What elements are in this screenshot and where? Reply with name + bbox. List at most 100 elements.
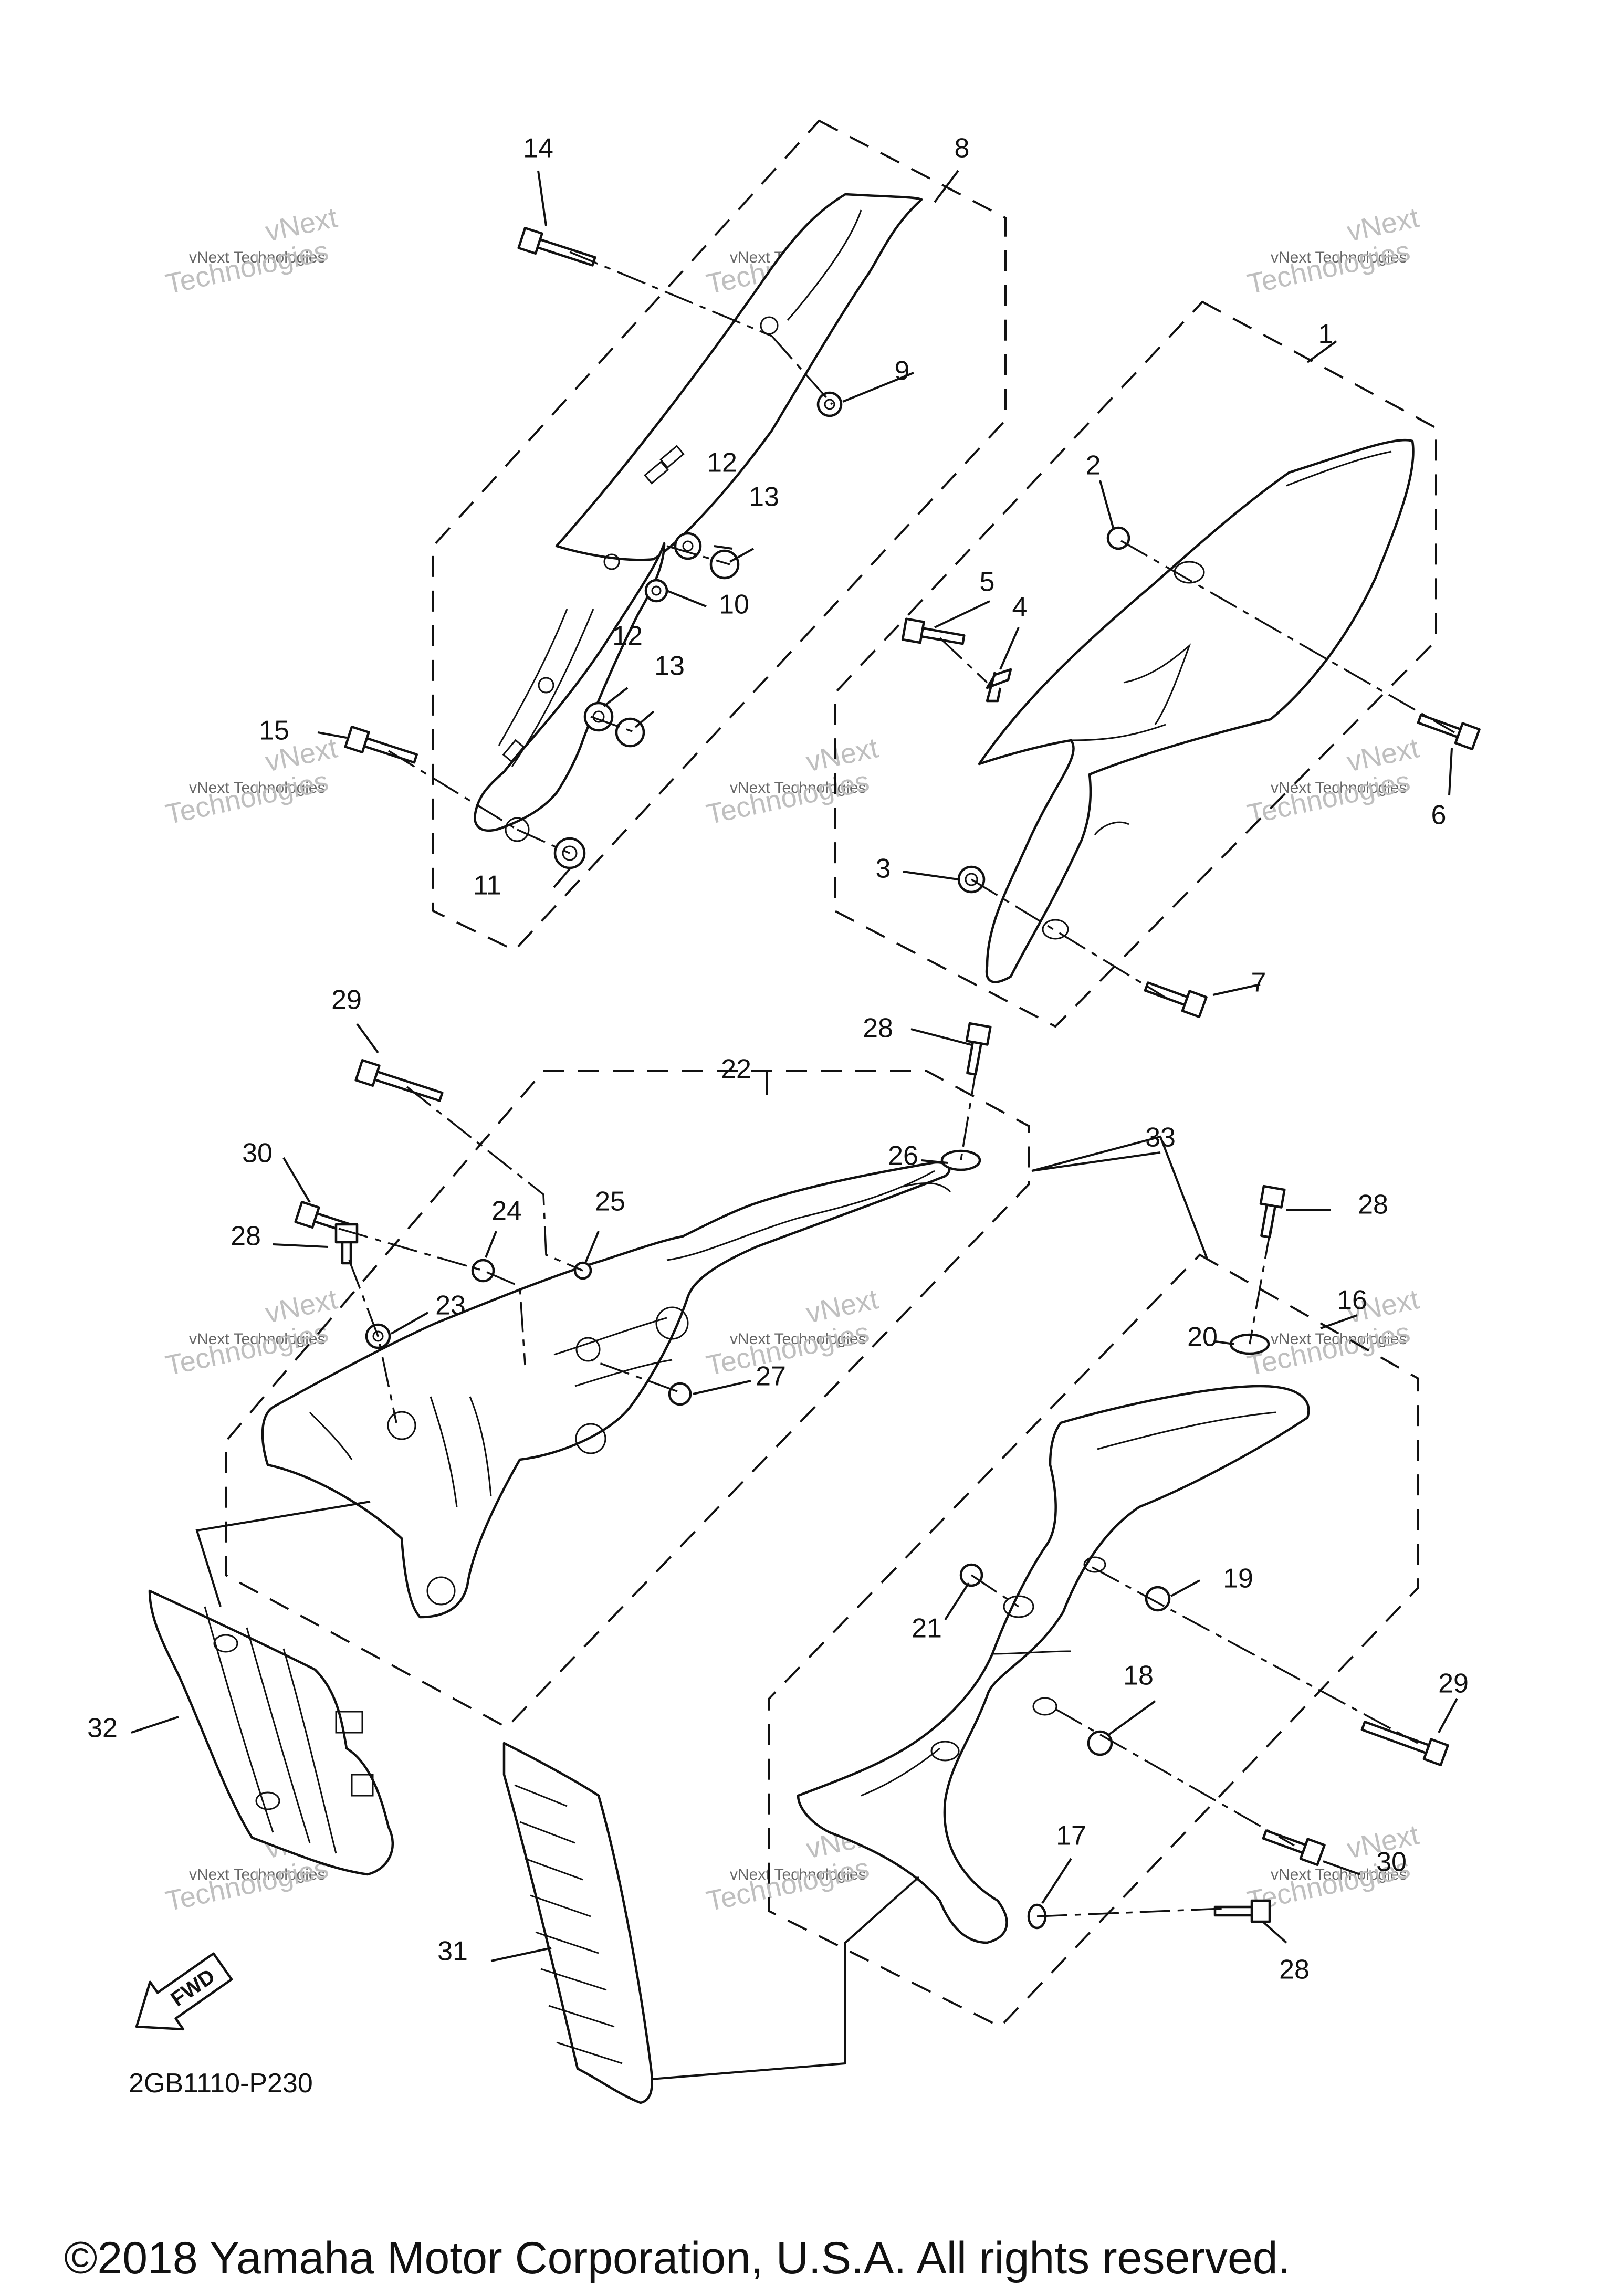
collar-27 <box>668 1382 692 1406</box>
bolt-15 <box>344 725 418 764</box>
phantom-lines <box>338 251 1455 1917</box>
svg-text:vNext Technologies: vNext Technologies <box>1271 1866 1407 1883</box>
svg-text:Technologies: Technologies <box>704 1852 872 1917</box>
svg-text:vNext Technologies: vNext Technologies <box>1271 1330 1407 1348</box>
bolt-30 <box>1262 1829 1326 1867</box>
callout-25[interactable]: 25 <box>595 1187 625 1217</box>
svg-text:vNext Technologies: vNext Technologies <box>1271 779 1407 796</box>
callout-26[interactable]: 26 <box>888 1141 918 1171</box>
assembly-boxes <box>225 119 1437 2028</box>
part-31-louver <box>502 1742 654 2104</box>
assembly-box-1 <box>834 300 1437 1028</box>
grommet-23 <box>365 1323 391 1349</box>
callout-12[interactable]: 12 <box>612 621 643 652</box>
svg-text:vNext Technologies: vNext Technologies <box>189 1866 326 1883</box>
callout-22[interactable]: 22 <box>721 1054 751 1085</box>
callout-13[interactable]: 13 <box>749 482 779 512</box>
svg-text:Technologies: Technologies <box>163 235 331 300</box>
grommet-12 <box>674 532 702 560</box>
callout-29[interactable]: 29 <box>331 985 362 1015</box>
watermark: vNext vNext Technologies Technologies <box>1244 1283 1422 1381</box>
callout-12[interactable]: 12 <box>707 448 737 478</box>
grommet-19 <box>1145 1586 1171 1612</box>
svg-text:vNext Technologies: vNext Technologies <box>189 1330 326 1348</box>
svg-text:Technologies: Technologies <box>163 766 331 831</box>
bracket-4 <box>986 668 1012 703</box>
bolt-29 <box>354 1058 444 1102</box>
callout-14[interactable]: 14 <box>523 133 553 164</box>
collar-13 <box>709 549 740 580</box>
watermark: vNext vNext Technologies Technologies <box>163 202 340 300</box>
callout-20[interactable]: 20 <box>1187 1322 1218 1353</box>
svg-text:vNext Technologies: vNext Technologies <box>189 779 326 796</box>
assembly-box-16 <box>768 1253 1419 2028</box>
bolt-29 <box>1360 1721 1449 1767</box>
washer-10 <box>644 579 668 603</box>
callout-19[interactable]: 19 <box>1223 1564 1253 1594</box>
assembly-box-8 <box>432 119 1007 952</box>
callout-13[interactable]: 13 <box>654 651 685 682</box>
bolt-28 <box>1259 1184 1286 1239</box>
svg-text:Technologies: Technologies <box>1244 766 1413 831</box>
part-code: 2GB1110-P230 <box>129 2068 313 2099</box>
grommet-12 <box>583 701 614 732</box>
watermark: vNext vNext Technologies Technologies <box>163 732 340 830</box>
callout-24[interactable]: 24 <box>491 1196 522 1226</box>
part-32-grille <box>148 1589 394 1876</box>
callout-5[interactable]: 5 <box>980 567 995 597</box>
svg-text:vNext Technologies: vNext Technologies <box>189 249 326 266</box>
callout-32[interactable]: 32 <box>87 1713 118 1744</box>
callout-23[interactable]: 23 <box>435 1291 466 1321</box>
callout-27[interactable]: 27 <box>756 1361 786 1392</box>
callout-2[interactable]: 2 <box>1086 450 1101 481</box>
callout-28[interactable]: 28 <box>863 1013 893 1044</box>
watermark: vNext vNext Technologies Technologies <box>1244 732 1422 830</box>
part-16-lower-shroud <box>797 1385 1310 1944</box>
svg-text:Technologies: Technologies <box>704 1317 872 1382</box>
callout-21[interactable]: 21 <box>912 1613 942 1644</box>
callout-30[interactable]: 30 <box>242 1138 273 1169</box>
grommet-2 <box>1106 526 1130 550</box>
callout-3[interactable]: 3 <box>876 854 891 884</box>
collar-24 <box>471 1259 495 1283</box>
callout-7[interactable]: 7 <box>1251 968 1266 998</box>
callout-11[interactable]: 11 <box>473 871 501 901</box>
callout-18[interactable]: 18 <box>1123 1661 1154 1691</box>
callout-29[interactable]: 29 <box>1438 1669 1469 1699</box>
grommet-9 <box>816 391 843 417</box>
callouts: 1 2 3 4 5 6 7 8 9 10 11 12 12 13 13 14 1… <box>87 133 1469 1985</box>
svg-text:vNext Technologies: vNext Technologies <box>730 779 866 796</box>
bolt-6 <box>1417 714 1481 751</box>
watermark: vNext vNext Technologies Technologies <box>1244 202 1422 300</box>
callout-9[interactable]: 9 <box>895 356 910 386</box>
watermark: vNext vNext Technologies Technologies <box>704 732 881 830</box>
callout-33[interactable]: 33 <box>1145 1123 1176 1153</box>
callout-31[interactable]: 31 <box>437 1936 468 1967</box>
svg-text:Technologies: Technologies <box>704 766 872 831</box>
callout-28[interactable]: 28 <box>1358 1190 1388 1220</box>
bolt-28 <box>1213 1899 1271 1923</box>
fwd-arrow-icon: FWD <box>135 1952 233 2031</box>
callout-17[interactable]: 17 <box>1056 1821 1086 1851</box>
bolt-14 <box>517 226 596 267</box>
callout-4[interactable]: 4 <box>1012 592 1028 623</box>
callout-10[interactable]: 10 <box>719 590 749 620</box>
callout-15[interactable]: 15 <box>259 716 289 746</box>
bolt-28 <box>965 1022 992 1076</box>
callout-1[interactable]: 1 <box>1318 319 1334 350</box>
part-22-lower-bracket <box>261 1161 951 1619</box>
svg-text:vNext Technologies: vNext Technologies <box>730 1330 866 1348</box>
callout-16[interactable]: 16 <box>1337 1285 1367 1316</box>
assembly-box-22 <box>225 1070 1030 1729</box>
callout-28[interactable]: 28 <box>1279 1955 1310 1985</box>
callout-28[interactable]: 28 <box>231 1221 261 1252</box>
svg-text:vNext Technologies: vNext Technologies <box>730 1866 866 1883</box>
watermark: vNext vNext Technologies Technologies <box>163 1283 340 1381</box>
callout-30[interactable]: 30 <box>1376 1847 1407 1878</box>
copyright: ©2018 Yamaha Motor Corporation, U.S.A. A… <box>64 2233 1291 2283</box>
connector-lines <box>195 1135 1209 2080</box>
leaders <box>131 170 1458 1962</box>
callout-6[interactable]: 6 <box>1431 800 1447 831</box>
callout-8[interactable]: 8 <box>955 133 970 164</box>
